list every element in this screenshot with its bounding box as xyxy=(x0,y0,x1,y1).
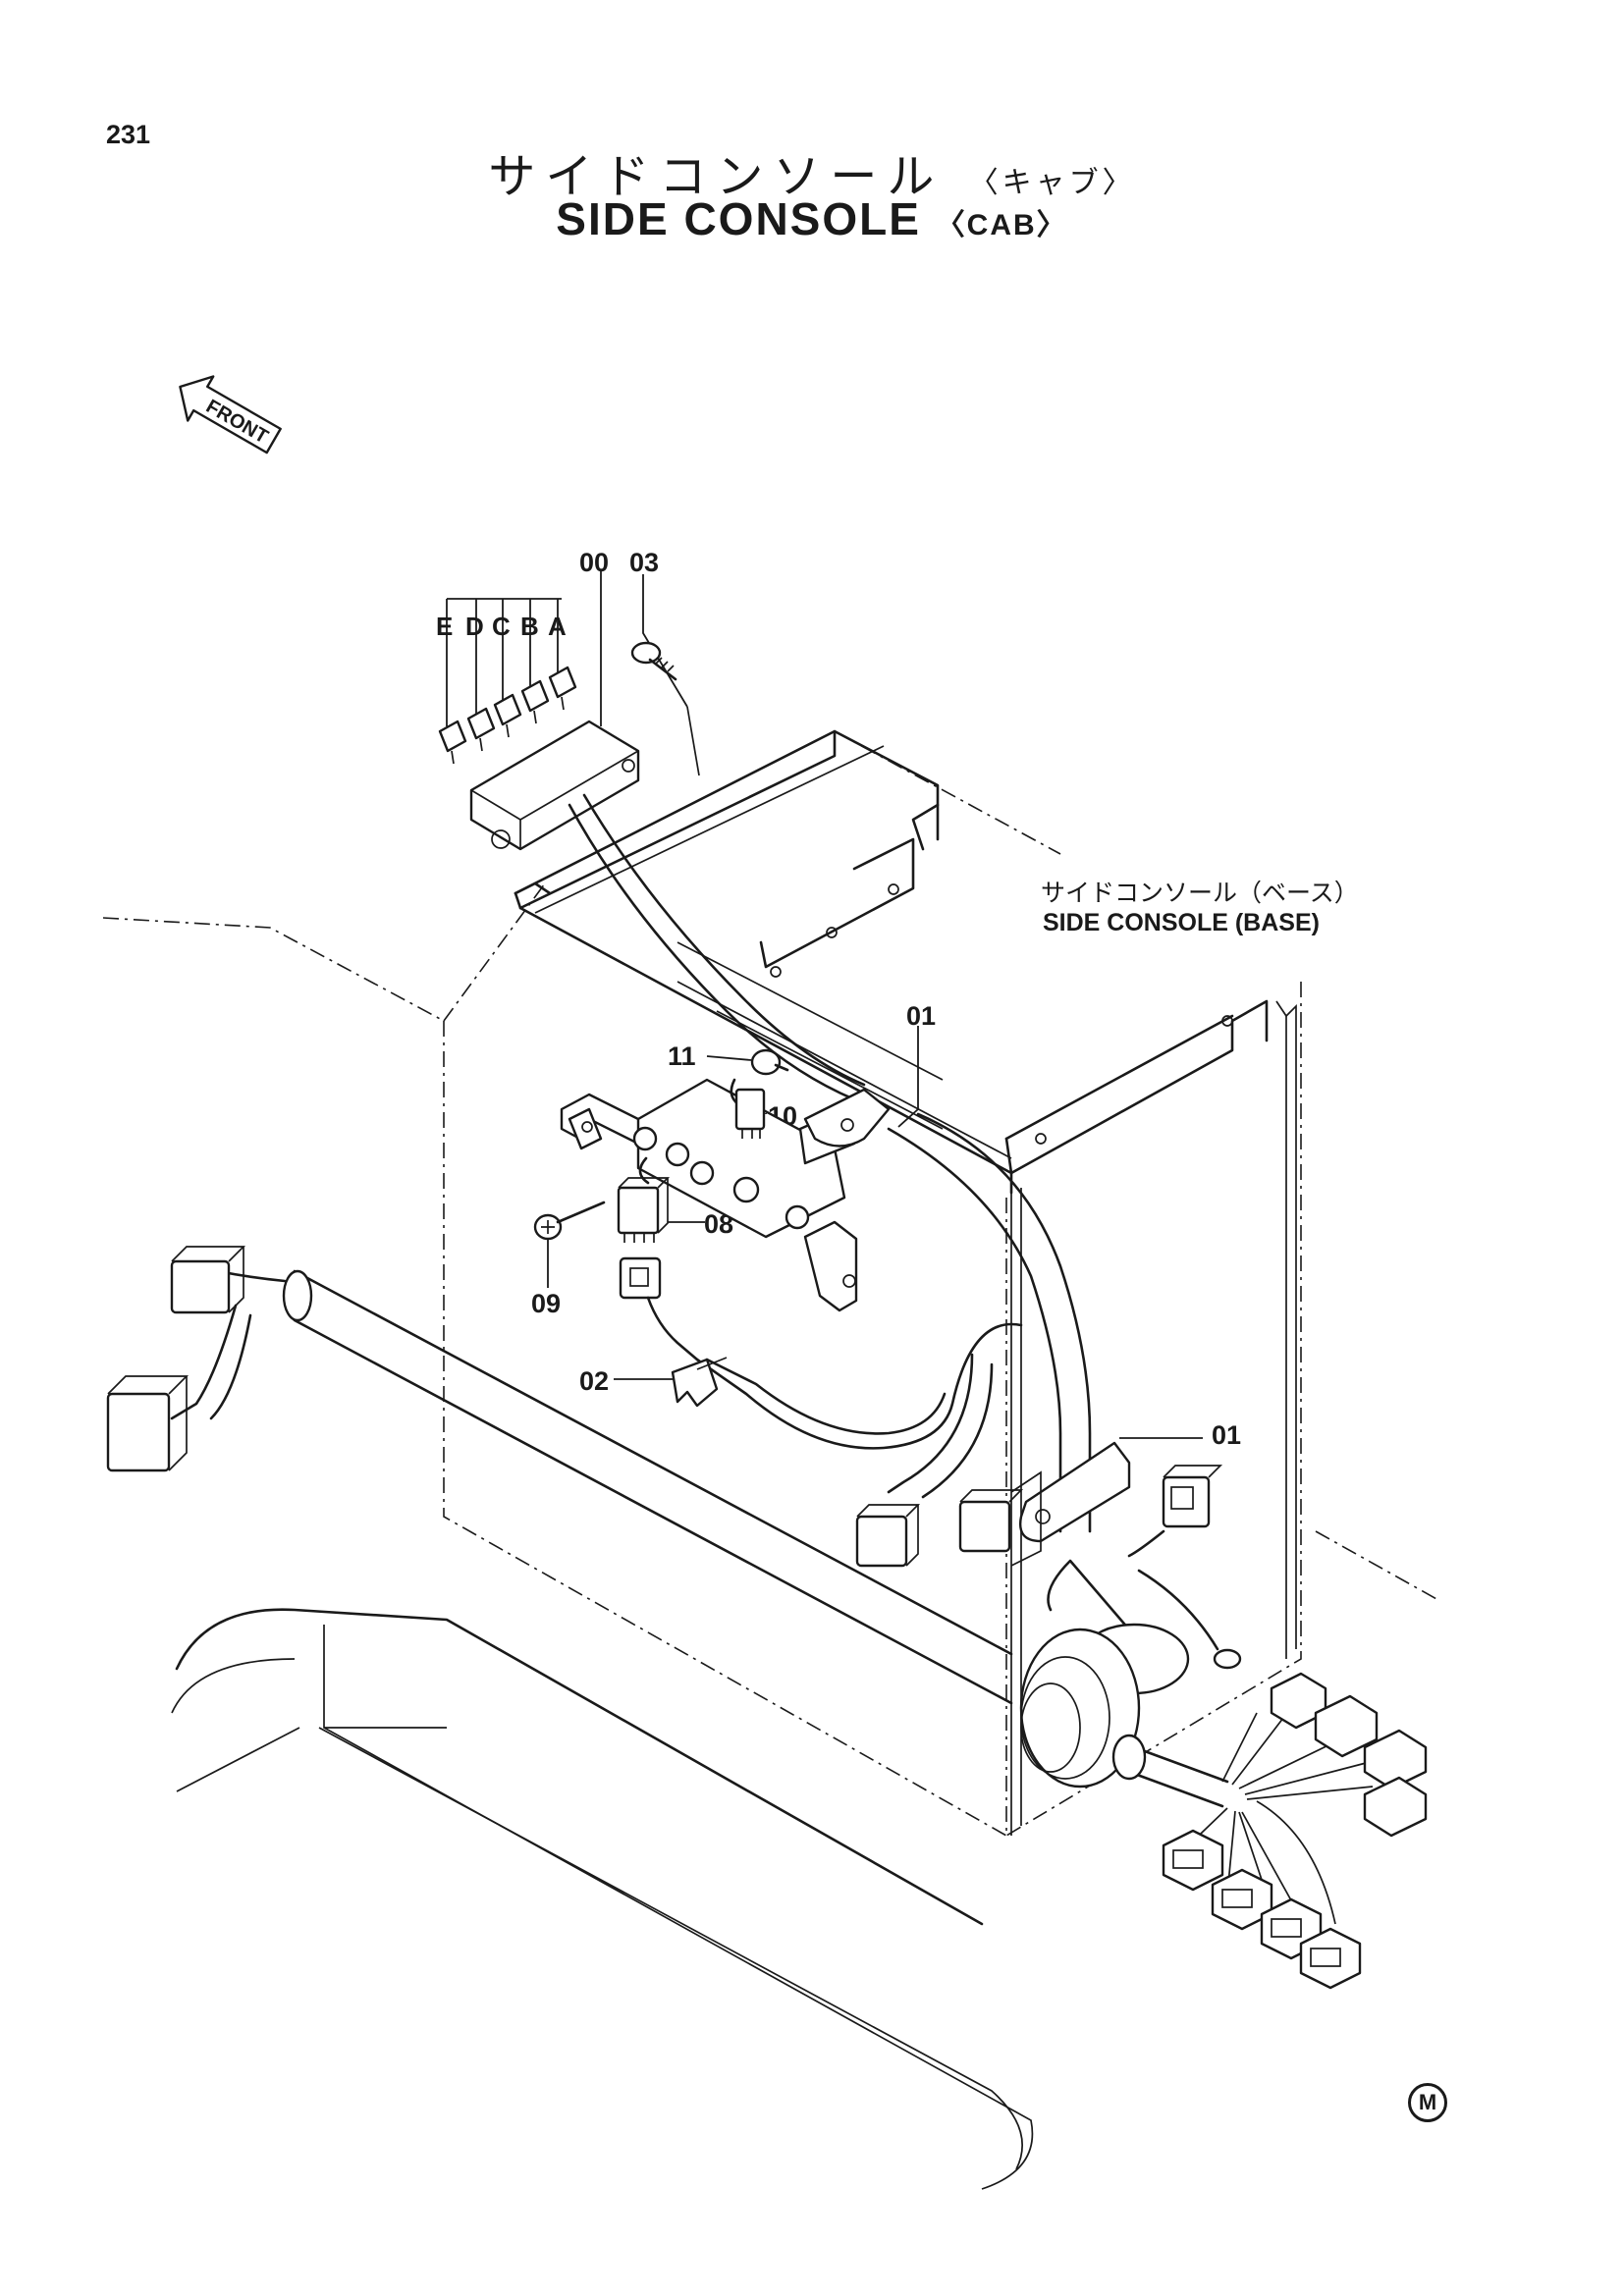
front-arrow-icon: FRONT xyxy=(179,375,282,454)
title-english: SIDE CONSOLE 〈CAB〉 xyxy=(0,192,1624,245)
relay-10-icon xyxy=(730,1078,767,1139)
cluster-connector-3-icon xyxy=(1363,1729,1428,1790)
plug-connector-e-icon xyxy=(438,720,467,765)
base-label-japanese: サイドコンソール（ベース） xyxy=(1041,879,1359,907)
harness-connector-icon xyxy=(855,1465,1242,1670)
floor-outline xyxy=(171,1608,1034,2190)
left-connector-icon xyxy=(106,1246,246,1472)
base-label-english: SIDE CONSOLE (BASE) xyxy=(1043,909,1320,936)
screw-03-icon xyxy=(630,574,700,776)
main-harness xyxy=(887,1112,1092,1533)
callout-01-bottom: 01 xyxy=(1212,1420,1242,1450)
page-number: 231 xyxy=(106,120,151,149)
plug-connector-c-icon xyxy=(493,693,522,738)
title-english-main: SIDE CONSOLE xyxy=(556,193,921,244)
screw-09-icon xyxy=(533,1201,606,1288)
clamp-lower-icon xyxy=(1010,1437,1203,1567)
title-japanese-sub: 〈キャブ〉 xyxy=(968,166,1136,200)
plug-connector-a-icon xyxy=(548,666,577,711)
grommet-icon xyxy=(1019,1559,1229,1808)
connector-letter-d: D xyxy=(465,612,485,641)
callout-00: 00 xyxy=(579,548,610,577)
connector-letter-e: E xyxy=(436,612,455,641)
plug-connector-d-icon xyxy=(466,707,496,752)
callout-02: 02 xyxy=(579,1366,610,1396)
corner-mark: M xyxy=(1408,2083,1447,2122)
cluster-connector-8-icon xyxy=(1299,1927,1362,1990)
title-japanese: サイドコンソール 〈キャブ〉 xyxy=(0,137,1624,206)
title-japanese-main: サイドコンソール xyxy=(488,149,945,204)
cluster-connector-4-icon xyxy=(1363,1776,1428,1838)
cluster-connector-2-icon xyxy=(1314,1694,1379,1758)
center-connector-icon xyxy=(619,1256,1023,1450)
switch-housing-icon xyxy=(446,569,866,1101)
cable-tie-02-icon xyxy=(614,1357,728,1408)
callout-03: 03 xyxy=(629,548,660,577)
callout-09: 09 xyxy=(531,1289,562,1318)
screw-11-icon xyxy=(706,1048,789,1076)
relay-08-icon xyxy=(617,1156,705,1243)
plug-connector-b-icon xyxy=(520,679,550,724)
callout-11: 11 xyxy=(668,1041,696,1071)
connector-letter-c: C xyxy=(492,612,512,641)
cluster-connector-5-icon xyxy=(1162,1829,1224,1892)
callout-01-top: 01 xyxy=(906,1001,937,1031)
clamp-upper-icon xyxy=(803,1026,919,1148)
title-english-sub: 〈CAB〉 xyxy=(935,209,1068,241)
harness-rod xyxy=(170,1264,1013,1705)
